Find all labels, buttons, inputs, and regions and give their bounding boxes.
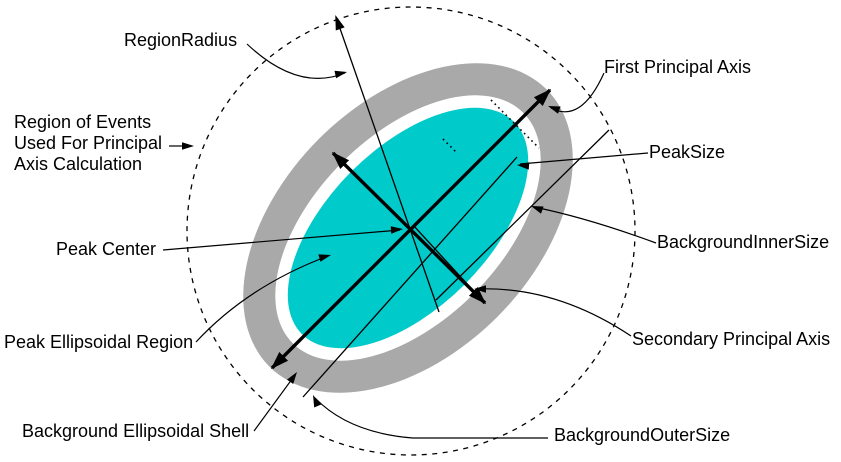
secondary-axis-measure-line	[412, 224, 470, 287]
label-events-region-line2: Used For Principal	[14, 133, 163, 153]
peak-center-leader	[162, 229, 401, 251]
background-ellipsoidal-shell-leader	[253, 374, 296, 432]
arrowhead-icon	[468, 286, 487, 305]
peak-ellipsoidal-region-leader	[195, 255, 329, 343]
arrowhead-icon	[517, 162, 530, 170]
arrowhead-icon	[270, 351, 289, 370]
arrowhead-icon	[334, 70, 347, 79]
label-events-region-line1: Region of Events	[14, 112, 152, 132]
background-inner-size-leader	[533, 206, 657, 244]
arrowhead-icon	[533, 88, 552, 107]
peak-size-measure-line	[302, 156, 518, 398]
label-peak-size: PeakSize	[649, 142, 726, 162]
label-background-ellipsoidal-shell: Background Ellipsoidal Shell	[22, 421, 250, 441]
peak-size-leader	[519, 152, 649, 165]
arrowhead-icon	[313, 395, 322, 408]
arrowhead-icon	[182, 142, 194, 150]
arrowhead-icon	[390, 226, 403, 234]
label-events-region: Region of Events Used For Principal Axis…	[14, 112, 162, 175]
label-peak-ellipsoidal-region: Peak Ellipsoidal Region	[4, 332, 194, 352]
arrowhead-icon	[335, 14, 345, 31]
label-secondary-principal-axis: Secondary Principal Axis	[632, 329, 831, 349]
label-events-region-line3: Axis Calculation	[14, 154, 143, 174]
arrowhead-icon	[531, 206, 544, 214]
label-region-radius: RegionRadius	[124, 30, 238, 50]
arrowhead-icon	[331, 151, 350, 170]
secondary-principal-axis-leader	[476, 288, 632, 337]
label-peak-center: Peak Center	[56, 239, 157, 259]
region-radius-leader	[246, 43, 346, 79]
peak-boundary-dotted-tick	[490, 99, 540, 149]
region-radius-dashed-circle	[186, 6, 636, 456]
label-background-outer-size: BackgroundOuterSize	[554, 425, 731, 445]
label-background-inner-size: BackgroundInnerSize	[657, 232, 830, 252]
label-first-principal-axis: First Principal Axis	[604, 57, 752, 77]
arrowhead-icon	[318, 254, 331, 262]
arrowhead-icon	[474, 285, 486, 293]
arrowhead-icon	[548, 106, 561, 114]
background-outer-size-leader	[314, 397, 548, 439]
arrowhead-icon	[287, 372, 297, 384]
